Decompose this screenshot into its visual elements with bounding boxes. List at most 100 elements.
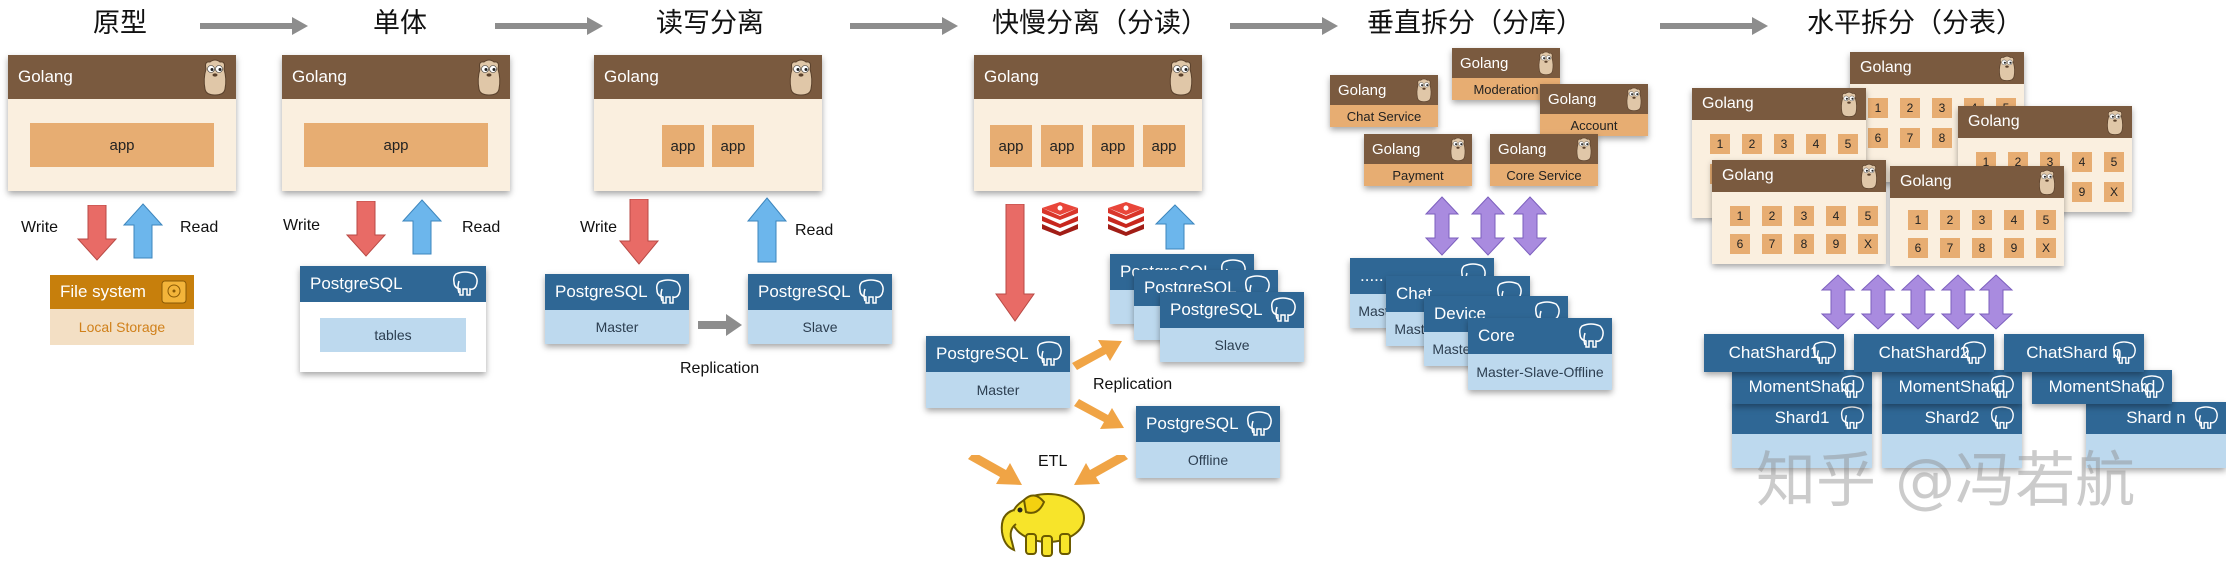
elephant-icon	[2192, 406, 2220, 430]
replication-arrow-icon	[1072, 340, 1122, 370]
golang-header: Golang	[8, 55, 236, 99]
app-box: app	[990, 125, 1032, 167]
elephant-icon	[1034, 341, 1064, 367]
shard-cell: 6	[1868, 128, 1888, 148]
shard-cell: 4	[1806, 134, 1826, 154]
stage-title-rw-split: 读写分离	[656, 8, 764, 39]
golang-label: Golang	[1338, 81, 1387, 99]
write-arrow-icon	[618, 199, 660, 265]
postgresql-label: PostgreSQL	[1170, 300, 1263, 319]
bidirectional-arrow-icon	[1978, 274, 2014, 330]
master-label-box: Master	[926, 372, 1070, 408]
app-box: app	[1143, 125, 1185, 167]
service-label-box: Core Service	[1490, 164, 1598, 186]
read-arrow-icon	[1154, 204, 1196, 250]
service-label: Core Service	[1506, 167, 1582, 183]
elephant-icon	[2110, 341, 2138, 365]
shard-cell: 4	[2004, 210, 2024, 230]
local-storage-label: Local Storage	[78, 319, 166, 335]
app-label: app	[1100, 137, 1126, 155]
golang-label: Golang	[1460, 54, 1509, 72]
golang-label: Golang	[1548, 90, 1597, 108]
gopher-icon	[1858, 162, 1880, 190]
read-label: Read	[795, 222, 834, 239]
golang-header: Golang	[1958, 106, 2132, 138]
elephant-icon	[856, 279, 886, 305]
read-arrow-icon	[122, 203, 164, 259]
chat-shard-db: ChatShard n	[2004, 334, 2144, 372]
shard-header: ChatShard n	[2004, 334, 2144, 372]
service-label: Account	[1570, 117, 1618, 133]
shard-cell: 3	[1794, 206, 1814, 226]
stage-title-vertical-split: 垂直拆分（分库）	[1367, 8, 1583, 39]
stage-title-monolith: 单体	[373, 8, 427, 39]
shard-cell: 7	[1900, 128, 1920, 148]
shard-cell: 5	[1838, 134, 1858, 154]
elephant-icon	[1810, 341, 1838, 365]
shard-label: MomentShard	[1898, 377, 2006, 396]
golang-header: Golang	[1850, 52, 2024, 84]
postgresql-header: PostgreSQL	[1160, 292, 1304, 328]
slave-label-box: Slave	[748, 310, 892, 344]
master-label: Master	[976, 382, 1020, 398]
watermark: 知乎 @冯若航	[1756, 446, 2136, 516]
golang-app-card: Golang app	[282, 55, 510, 191]
bidirectional-arrow-icon	[1900, 274, 1936, 330]
postgresql-master: PostgreSQL Master	[545, 274, 689, 344]
db-sub-box: Master-Slave-Offline	[1468, 354, 1612, 390]
db-label: .....	[1360, 266, 1384, 285]
gopher-icon	[2036, 168, 2058, 196]
elephant-icon	[1244, 411, 1274, 437]
shard-cell: 3	[1774, 134, 1794, 154]
elephant-icon	[450, 271, 480, 297]
flow-arrow-icon	[495, 17, 603, 35]
db-label: Chat	[1396, 284, 1432, 303]
flow-arrow-icon	[850, 17, 958, 35]
postgresql-offline: PostgreSQL Offline	[1136, 406, 1280, 478]
postgresql-header: PostgreSQL	[926, 336, 1070, 372]
postgresql-slave: PostgreSQL Slave	[748, 274, 892, 344]
app-box: app	[712, 125, 754, 167]
chat-shard-db: ChatShard1	[1704, 334, 1844, 372]
flow-arrow-icon	[1660, 17, 1768, 35]
gopher-icon	[1536, 50, 1556, 76]
shard-cell: 9	[2072, 182, 2092, 202]
app-box: app	[304, 123, 488, 167]
app-box: app	[30, 123, 214, 167]
golang-header: Golang	[282, 55, 510, 99]
elephant-icon	[1988, 375, 2016, 399]
app-label: app	[1151, 137, 1177, 155]
shard-sub	[2086, 434, 2226, 468]
golang-app-card: Golang app app app app	[974, 55, 1202, 191]
shard-cell: 1	[1710, 134, 1730, 154]
read-label: Read	[180, 219, 219, 236]
app-label: app	[1049, 137, 1075, 155]
gopher-icon	[1414, 77, 1434, 103]
read-arrow-icon	[746, 197, 788, 263]
gopher-icon	[1996, 54, 2018, 82]
shard-label: MomentShard	[2048, 377, 2156, 396]
replication-label: Replication	[1093, 376, 1173, 393]
postgresql-label: PostgreSQL	[758, 282, 851, 301]
shard-cell: 6	[1908, 238, 1928, 258]
shard-db: Shard1	[1732, 402, 1872, 468]
shard-label: ChatShard1	[1728, 343, 1820, 362]
write-label: Write	[21, 219, 59, 236]
write-arrow-icon	[345, 201, 387, 257]
golang-header: Golang	[1712, 160, 1886, 192]
shard-cell: 2	[1742, 134, 1762, 154]
shard-header: ChatShard2	[1854, 334, 1994, 372]
service-label-box: Account	[1540, 114, 1648, 136]
offline-label-box: Offline	[1136, 442, 1280, 478]
elephant-icon	[1576, 323, 1606, 349]
etl-arrow-icon	[1074, 455, 1128, 485]
flow-arrow-icon	[200, 17, 308, 35]
shard-cell: 3	[1972, 210, 1992, 230]
app-label: app	[109, 136, 135, 154]
shard-cell: 6	[1730, 234, 1750, 254]
golang-app-card: Golang app app	[594, 55, 822, 191]
shard-cell: 9	[2004, 238, 2024, 258]
shard-cell: 1	[1908, 210, 1928, 230]
golang-label: Golang	[1860, 59, 1912, 76]
write-label: Write	[283, 217, 321, 234]
